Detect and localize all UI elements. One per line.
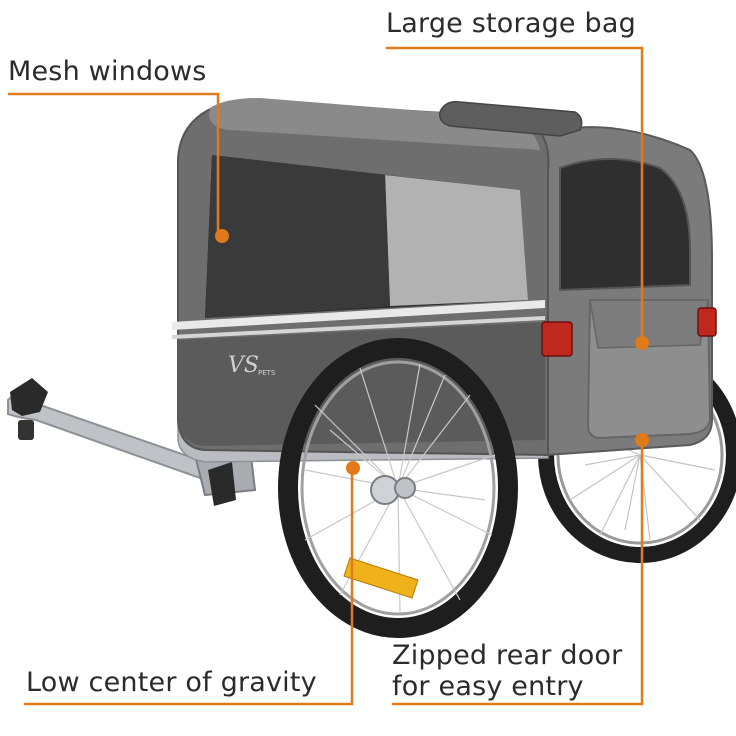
callout-line-mesh-windows (8, 92, 220, 232)
rear-reflector-left (541, 321, 573, 357)
callout-dot-center-of-gravity (346, 461, 360, 475)
hitch-coupler (10, 378, 236, 506)
callout-dots (215, 229, 649, 475)
callout-lines (8, 46, 644, 706)
brand-logo: VS PETS (228, 353, 276, 378)
label-low-center-of-gravity: Low center of gravity (26, 667, 317, 698)
callout-dot-rear-door (635, 433, 649, 447)
label-large-storage-bag: Large storage bag (386, 8, 636, 39)
label-mesh-windows: Mesh windows (8, 56, 207, 87)
brand-logo-subtext: PETS (258, 369, 276, 377)
front-wheel (278, 338, 518, 638)
label-zipped-rear-door: Zipped rear door for easy entry (392, 640, 622, 702)
rear-pocket (586, 299, 712, 440)
callout-line-rear-door (392, 440, 644, 706)
rear-mesh-window (559, 158, 691, 292)
callout-dot-storage-bag (635, 336, 649, 350)
callout-line-center-of-gravity (24, 468, 354, 706)
callout-dot-mesh-windows (215, 229, 229, 243)
callout-line-storage-bag (386, 46, 644, 340)
wheel-reflector (343, 557, 419, 599)
brand-logo-text: VS (228, 353, 259, 378)
mesh-window (205, 155, 528, 318)
roof-storage-bag (438, 100, 583, 137)
rear-reflector-right (697, 307, 717, 337)
label-zipped-rear-door-line2: for easy entry (392, 671, 584, 702)
label-zipped-rear-door-line1: Zipped rear door (392, 640, 623, 671)
